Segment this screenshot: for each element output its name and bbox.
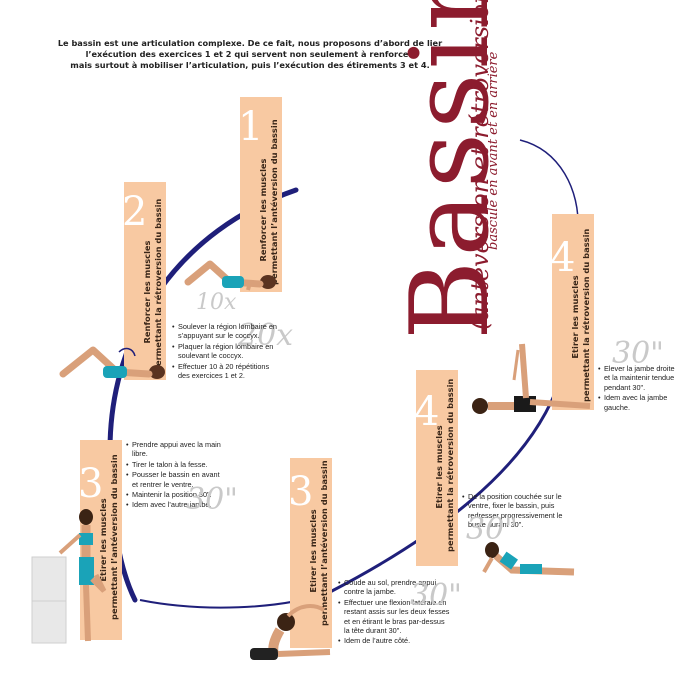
exercise-1-number: 1 xyxy=(238,104,264,150)
step-item: De la position couchée sur le ventre, fi… xyxy=(462,492,566,530)
exercise-2-steps: Soulever la région lombaire en s’appuyan… xyxy=(172,322,282,381)
exercise-4a-duration: 30" xyxy=(466,512,518,547)
intro-line: l’exécution des exercices 1 et 2 qui ser… xyxy=(85,49,415,59)
exercise-3b-band: 3 Etirer les muscles permettant l’antéve… xyxy=(288,458,332,648)
exercise-2-figure xyxy=(59,346,165,379)
exercise-3a-number: 3 xyxy=(78,461,104,507)
exercise-3a-duration: 30" xyxy=(186,482,238,517)
exercise-3a-steps: Prendre appui avec la main libre. Tirer … xyxy=(126,440,226,511)
exercise-3b-number: 3 xyxy=(288,469,314,515)
exercise-4b-band: 4 Etirer les muscles permettant la rétro… xyxy=(550,214,594,410)
exercise-2-duration-a: 10x xyxy=(196,290,237,315)
exercise-4b-steps: Elever la jambe droite et la maintenir t… xyxy=(598,364,680,413)
page-subtitle-small: bascule en avant et en arrière xyxy=(486,51,501,250)
exercise-3b-duration: 30" xyxy=(410,578,462,613)
exercise-4a-figure xyxy=(482,542,575,576)
step-item: Elever la jambe droite et la maintenir t… xyxy=(598,364,680,392)
intro-paragraph: Le bassin est une articulation complexe.… xyxy=(30,38,470,71)
step-item: Coude au sol, prendre appui contre la ja… xyxy=(338,578,450,597)
step-item: Prendre appui avec la main libre. xyxy=(126,440,226,459)
exercise-3b-steps: Coude au sol, prendre appui contre la ja… xyxy=(338,578,450,647)
step-item: Idem avec la jambe gauche. xyxy=(598,393,680,412)
exercise-3a-figure xyxy=(31,509,107,644)
step-item: Effectuer une flexion latérale en restan… xyxy=(338,598,450,636)
step-item: Tirer le talon à la fesse. xyxy=(126,460,226,470)
exercise-4a-steps: De la position couchée sur le ventre, fi… xyxy=(462,492,566,531)
exercise-2-number: 2 xyxy=(122,189,148,235)
intro-line: mais surtout à mobiliser l’articulation,… xyxy=(70,60,430,70)
exercise-4a-band: 4 Etirer les muscles permettant la rétro… xyxy=(414,370,458,566)
step-item: Idem de l’autre côté. xyxy=(338,636,450,646)
exercise-1-figure xyxy=(184,260,276,291)
step-item: Pousser le bassin en avant et rentrer le… xyxy=(126,470,226,489)
step-item: Soulever la région lombaire en s’appuyan… xyxy=(172,322,282,341)
exercise-4a-number: 4 xyxy=(414,389,440,435)
intro-line: Le bassin est une articulation complexe.… xyxy=(57,38,443,48)
exercise-4b-duration: 30" xyxy=(612,336,664,371)
step-item: Effectuer 10 à 20 répétitions des exerci… xyxy=(172,362,282,381)
exercise-2-band: 2 Renforcer les muscles permettant la ré… xyxy=(122,182,166,380)
step-item: Plaquer la région lombaire en soulevant … xyxy=(172,342,282,361)
step-item: Maintenir la position 30". xyxy=(126,490,226,500)
exercise-1-band: 1 Renforcer les muscles permettant l’ant… xyxy=(238,97,282,292)
exercise-4b-figure xyxy=(472,343,591,414)
exercise-4a-label: Etirer les muscles permettant la rétrove… xyxy=(434,378,455,552)
exercise-4b-number: 4 xyxy=(550,235,576,281)
step-item: Idem avec l’autre jambe. xyxy=(126,500,226,510)
exercise-3b-figure xyxy=(250,604,331,660)
